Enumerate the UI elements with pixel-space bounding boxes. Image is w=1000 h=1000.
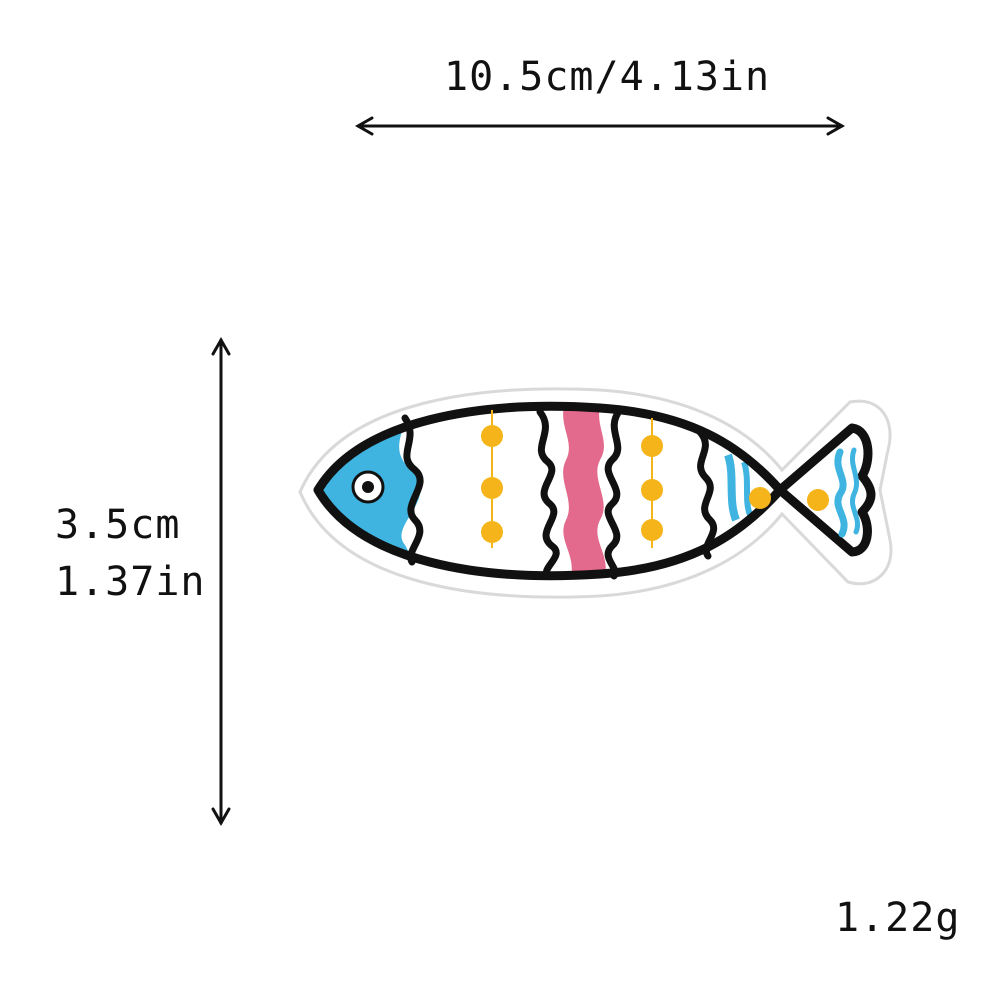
fish-dot bbox=[749, 487, 771, 509]
width-dimension-label: 10.5cm/4.13in bbox=[444, 54, 771, 100]
fish-dot bbox=[481, 477, 503, 499]
height-in-label: 1.37in bbox=[55, 559, 206, 605]
height-arrow bbox=[211, 336, 231, 827]
weight-label: 1.22g bbox=[835, 895, 961, 941]
fish-dot bbox=[641, 479, 663, 501]
width-arrow bbox=[354, 116, 846, 136]
fish-patch-icon bbox=[298, 387, 893, 599]
fish-dot bbox=[481, 425, 503, 447]
fish-dot bbox=[481, 521, 503, 543]
height-cm-label: 3.5cm bbox=[55, 502, 181, 548]
fish-dot bbox=[807, 489, 829, 511]
fish-pink-stripe bbox=[563, 406, 606, 576]
fish-dot bbox=[641, 435, 663, 457]
fish-body bbox=[318, 406, 780, 576]
fish-dot bbox=[641, 519, 663, 541]
fish-tail bbox=[775, 423, 876, 557]
